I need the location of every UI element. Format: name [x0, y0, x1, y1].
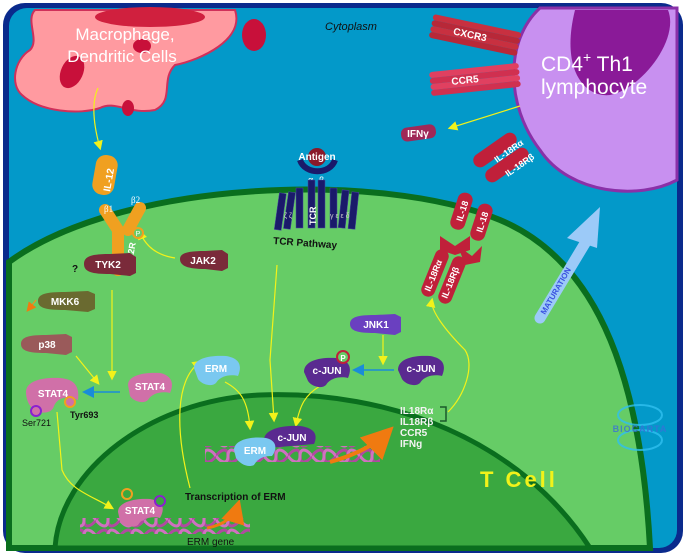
- transcription-erm-label: Transcription of ERM: [185, 492, 286, 503]
- stat4-bound: STAT4: [118, 488, 166, 527]
- phospho-ser721: [30, 405, 42, 417]
- phospho-label: P: [136, 231, 141, 238]
- stat4-phosphorylated: STAT4 Ser721 Tyr693: [22, 377, 98, 428]
- arrow-stat4-to-dna: [56, 411, 115, 510]
- tcr-label: TCR: [308, 206, 318, 225]
- phospho-ser: [154, 495, 166, 507]
- tcr-zeta: ζ ζ: [284, 213, 292, 220]
- phospho-tyr693: [64, 396, 76, 408]
- phospho-tyr: [121, 488, 133, 500]
- cxcr3-receptor: CXCR3: [429, 14, 522, 56]
- jnk1-label: JNK1: [363, 320, 389, 331]
- antigen-label: Antigen: [298, 152, 335, 163]
- il12-label: IL-12: [102, 167, 117, 192]
- arrow-genes-to-il18r: [425, 297, 470, 413]
- phospho-site: [336, 350, 350, 364]
- erm-bound: ERM: [234, 437, 276, 467]
- cjun-bound-label: c-JUN: [278, 433, 307, 444]
- stat4-p-label: STAT4: [38, 389, 69, 400]
- phospho-label: P: [340, 354, 346, 363]
- tcr-cd3: γ ε ε δ: [330, 213, 350, 220]
- il12r-beta1: β1: [104, 204, 113, 214]
- cytoplasm-label: Cytoplasm: [325, 21, 377, 33]
- biocarta-text: BIOCARTA: [613, 424, 668, 434]
- erm-inactive: ERM: [194, 355, 240, 386]
- cjun-phosphorylated: c-JUN P: [304, 350, 350, 388]
- target-gene-list: IL18Rα IL18Rβ CCR5 IFNg: [400, 406, 447, 450]
- transcription-genes-arrow: [329, 426, 394, 464]
- arrow-erm-to-dna: [224, 381, 255, 431]
- arrow-p38-to-stat4: [75, 355, 100, 385]
- signal-arrows: [40, 87, 521, 510]
- phospho-site: [132, 227, 144, 239]
- macrophage-cell: [14, 7, 266, 116]
- question-mark: ?: [72, 264, 78, 275]
- vesicle: [59, 55, 85, 89]
- erm-bound-label: ERM: [244, 446, 266, 457]
- stat4-label: STAT4: [135, 382, 166, 393]
- ccr5-receptor: CCR5: [429, 63, 521, 96]
- stat4-inactive: STAT4: [128, 372, 172, 403]
- t-cell-nucleus: [52, 392, 595, 551]
- gene-ccr5: CCR5: [400, 428, 428, 439]
- cjun-label: c-JUN: [407, 364, 436, 375]
- antigen: [308, 148, 326, 166]
- tyk2-label: TYK2: [95, 260, 121, 271]
- arrow-tcr-to-dna: [268, 264, 279, 423]
- vesicle: [133, 39, 151, 53]
- ser721-label: Ser721: [22, 418, 51, 428]
- macrophage-label-2: Dendritic Cells: [67, 47, 177, 66]
- ccr5-label: CCR5: [451, 74, 480, 88]
- cjun-bound: c-JUN: [264, 425, 316, 448]
- erm-gene-label: ERM gene: [187, 537, 235, 548]
- erm-label: ERM: [205, 364, 227, 375]
- il18r-th1: IL-18Rα IL-18Rβ: [473, 132, 537, 183]
- ifng-label: IFNγ: [407, 129, 429, 140]
- vesicle: [122, 100, 134, 116]
- il18-ligands: IL-18 IL-18: [450, 192, 493, 241]
- il12r-beta2: β2: [131, 195, 140, 205]
- jak2-label: JAK2: [190, 256, 216, 267]
- mkk6-kinase: MKK6: [38, 291, 95, 312]
- transcription-erm-arrow: [206, 499, 245, 530]
- arrow-cjun-to-dna: [292, 385, 321, 428]
- p38-kinase: p38: [21, 334, 72, 355]
- gene-il18rb: IL18Rβ: [400, 417, 433, 428]
- th1-label-line1: CD4+ Th1: [541, 49, 633, 76]
- macrophage-label-1: Macrophage,: [75, 25, 174, 44]
- cjun-p-label: c-JUN: [313, 366, 342, 377]
- cjun-inactive: c-JUN: [398, 355, 444, 386]
- arrow-th1-to-ifng: [447, 105, 521, 131]
- arrow-macrophage-to-il12: [93, 87, 103, 151]
- p38-label: p38: [38, 340, 56, 351]
- tcr-complex: Antigen α β TCR ζ ζ γ ε ε δ TCR Pathway: [273, 148, 360, 251]
- vesicle: [242, 19, 266, 51]
- bracket: [440, 406, 447, 422]
- th1-nucleus: [570, 10, 671, 96]
- biocarta-logo: BIOCARTA: [613, 404, 668, 451]
- il12-ligand: IL-12: [92, 154, 118, 196]
- jnk1-kinase: JNK1: [350, 314, 401, 335]
- tyr693-label: Tyr693: [70, 410, 98, 420]
- gene-il18ra: IL18Rα: [400, 406, 434, 417]
- gene-ifng: IFNg: [400, 439, 422, 450]
- th1-label-line2: lymphocyte: [541, 76, 647, 99]
- th1-lymphocyte-cell: [512, 6, 679, 193]
- stat4-bound-label: STAT4: [125, 506, 156, 517]
- jak2-kinase: JAK2: [180, 250, 228, 271]
- ifng-cytokine: IFNγ: [400, 124, 437, 142]
- t-cell-label: T Cell: [480, 467, 558, 492]
- tcr-pathway-link[interactable]: TCR Pathway: [273, 236, 338, 251]
- arrow-tyk2-to-mkk6: [26, 299, 37, 312]
- mkk6-label: MKK6: [51, 297, 80, 308]
- arrow-dna-to-erm: [179, 360, 202, 489]
- macrophage-nucleus: [95, 7, 205, 27]
- tyk2-kinase: TYK2: [84, 253, 136, 276]
